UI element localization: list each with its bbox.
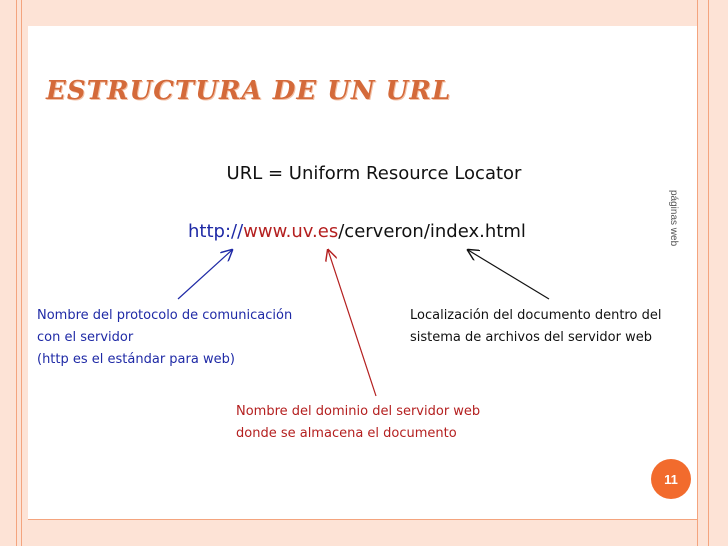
slide-panel (28, 26, 698, 520)
protocol-note-line: (http es el estándar para web) (37, 352, 235, 367)
frame-top (0, 0, 728, 26)
protocol-note: Nombre del protocolo de comunicación con… (37, 305, 292, 371)
frame-right (698, 0, 728, 546)
frame-rule-right (697, 0, 698, 546)
protocol-arrow (177, 250, 232, 300)
location-arrow (468, 250, 550, 300)
side-label: páginas web (668, 190, 679, 247)
url-domain: www.uv.es (243, 221, 339, 242)
frame-rule-right-outer (708, 0, 709, 546)
slide-title: Estructura de un URL (46, 76, 452, 106)
frame-rule-left (16, 0, 17, 546)
domain-note: Nombre del dominio del servidor web dond… (236, 401, 480, 445)
page-number-badge: 11 (651, 459, 691, 499)
protocol-note-line: con el servidor (37, 330, 134, 345)
location-note-line: Localización del documento dentro del (410, 308, 662, 323)
protocol-note-line: Nombre del protocolo de comunicación (37, 308, 293, 323)
url-protocol: http:// (188, 221, 244, 242)
slide-subtitle: URL = Uniform Resource Locator (226, 163, 522, 184)
frame-left (0, 0, 28, 546)
frame-rule-bottom (28, 519, 698, 520)
domain-note-line: donde se almacena el documento (236, 426, 457, 441)
location-note: Localización del documento dentro del si… (410, 305, 661, 349)
url-example: http://www.uv.es/cerveron/index.html (188, 221, 526, 242)
frame-bottom (0, 520, 728, 546)
domain-note-line: Nombre del dominio del servidor web (236, 404, 481, 419)
frame-rule-left-inner (21, 0, 22, 546)
domain-arrow (328, 250, 377, 397)
location-note-line: sistema de archivos del servidor web (410, 330, 652, 345)
url-path: /cerveron/index.html (338, 221, 526, 242)
